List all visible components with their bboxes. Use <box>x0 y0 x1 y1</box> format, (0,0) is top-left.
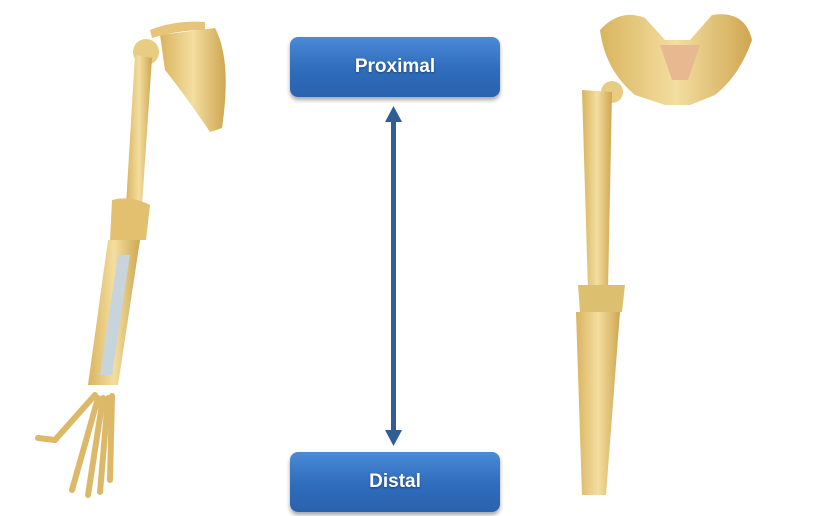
proximal-label-box: Proximal <box>290 37 500 97</box>
humerus <box>126 55 152 205</box>
clavicle <box>150 21 205 38</box>
forearm-membrane <box>100 255 130 375</box>
proximal-distal-arrow <box>385 106 402 446</box>
sacrum <box>660 45 700 80</box>
knee <box>578 285 625 312</box>
tibia-fibula <box>576 312 620 495</box>
elbow <box>110 198 150 240</box>
leg-skeleton <box>576 14 752 495</box>
scapula <box>160 28 226 132</box>
distal-label: Distal <box>369 471 421 492</box>
arm-skeleton <box>35 21 226 498</box>
hand <box>35 392 115 498</box>
proximal-label: Proximal <box>354 56 436 77</box>
distal-label-box: Distal <box>290 452 500 512</box>
femur <box>582 90 612 290</box>
